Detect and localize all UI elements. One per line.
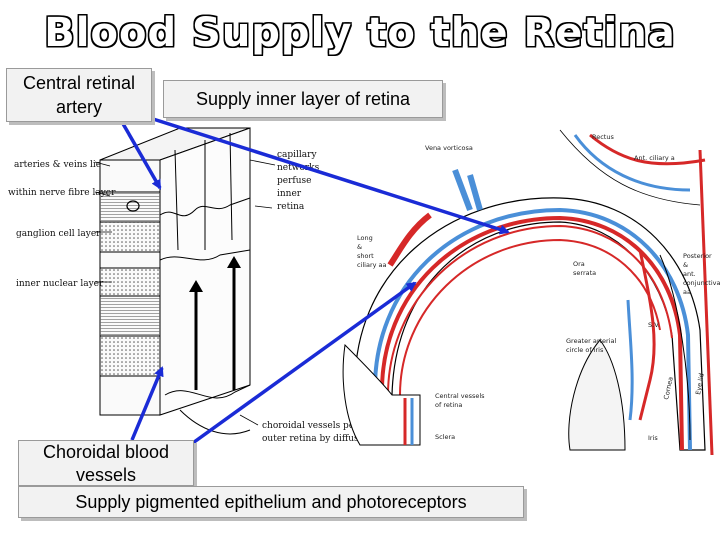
label-sv: S.V. (648, 321, 660, 329)
label-capillary-5: retina (277, 202, 305, 212)
label-cornea: Cornea (662, 376, 675, 400)
label-eyelid: Eye lid (694, 373, 706, 396)
page-title: Blood Supply to the Retina (44, 10, 676, 56)
label-capillary-2: networks (277, 163, 320, 173)
retina-layer-figure (99, 127, 251, 435)
label-posterior-2: & (683, 261, 688, 269)
label-central-2: of retina (435, 401, 462, 409)
label-ant-ciliary: Ant. ciliary a (634, 154, 675, 162)
label-ora-1: Ora (573, 260, 585, 268)
label-greater-2: circle of iris (566, 346, 604, 354)
label-capillary-3: perfuse (277, 176, 311, 186)
callout-choroidal-blood-vessels: Choroidal blood vessels (18, 440, 194, 486)
label-vena-vorticosa: Vena vorticosa (425, 144, 473, 152)
label-capillary-4: inner (277, 189, 302, 199)
label-nerve-fibre: within nerve fibre layer (8, 188, 116, 198)
label-sclera: Sclera (435, 433, 455, 441)
left-figure-arrows (94, 159, 276, 426)
label-choroidal-2: outer retina by diffusion (262, 434, 373, 444)
callout-supply-inner-layer: Supply inner layer of retina (163, 80, 443, 118)
label-posterior-5: aa (683, 288, 691, 296)
label-ora-2: serrata (573, 269, 596, 277)
callout-supply-pigmented-epithelium: Supply pigmented epithelium and photorec… (18, 486, 524, 518)
label-long-short-1: Long (357, 234, 373, 242)
callout-arrows (120, 116, 510, 447)
label-rectus: Rectus (592, 133, 614, 141)
label-iris: Iris (648, 434, 658, 442)
label-arteries-veins: arteries & veins lie (14, 160, 101, 170)
label-long-short-4: ciliary aa (357, 261, 387, 269)
label-long-short-2: & (357, 243, 362, 251)
label-posterior-3: ant. (683, 270, 696, 278)
label-long-short-3: short (357, 252, 374, 260)
callout-central-retinal-artery: Central retinal artery (6, 68, 152, 122)
label-greater-1: Greater arterial (566, 337, 616, 345)
eye-cross-section (342, 129, 714, 456)
label-posterior-1: Posterior (683, 252, 712, 260)
label-capillary-1: capillary (277, 150, 317, 160)
label-posterior-4: conjunctiva (683, 279, 720, 287)
label-central-1: Central vessels (435, 392, 485, 400)
label-inner-nuclear: inner nuclear layer (16, 279, 104, 289)
label-choroidal-1: choroidal vessels perfuse (262, 421, 378, 431)
label-ganglion-cell: ganglion cell layer (16, 229, 101, 239)
